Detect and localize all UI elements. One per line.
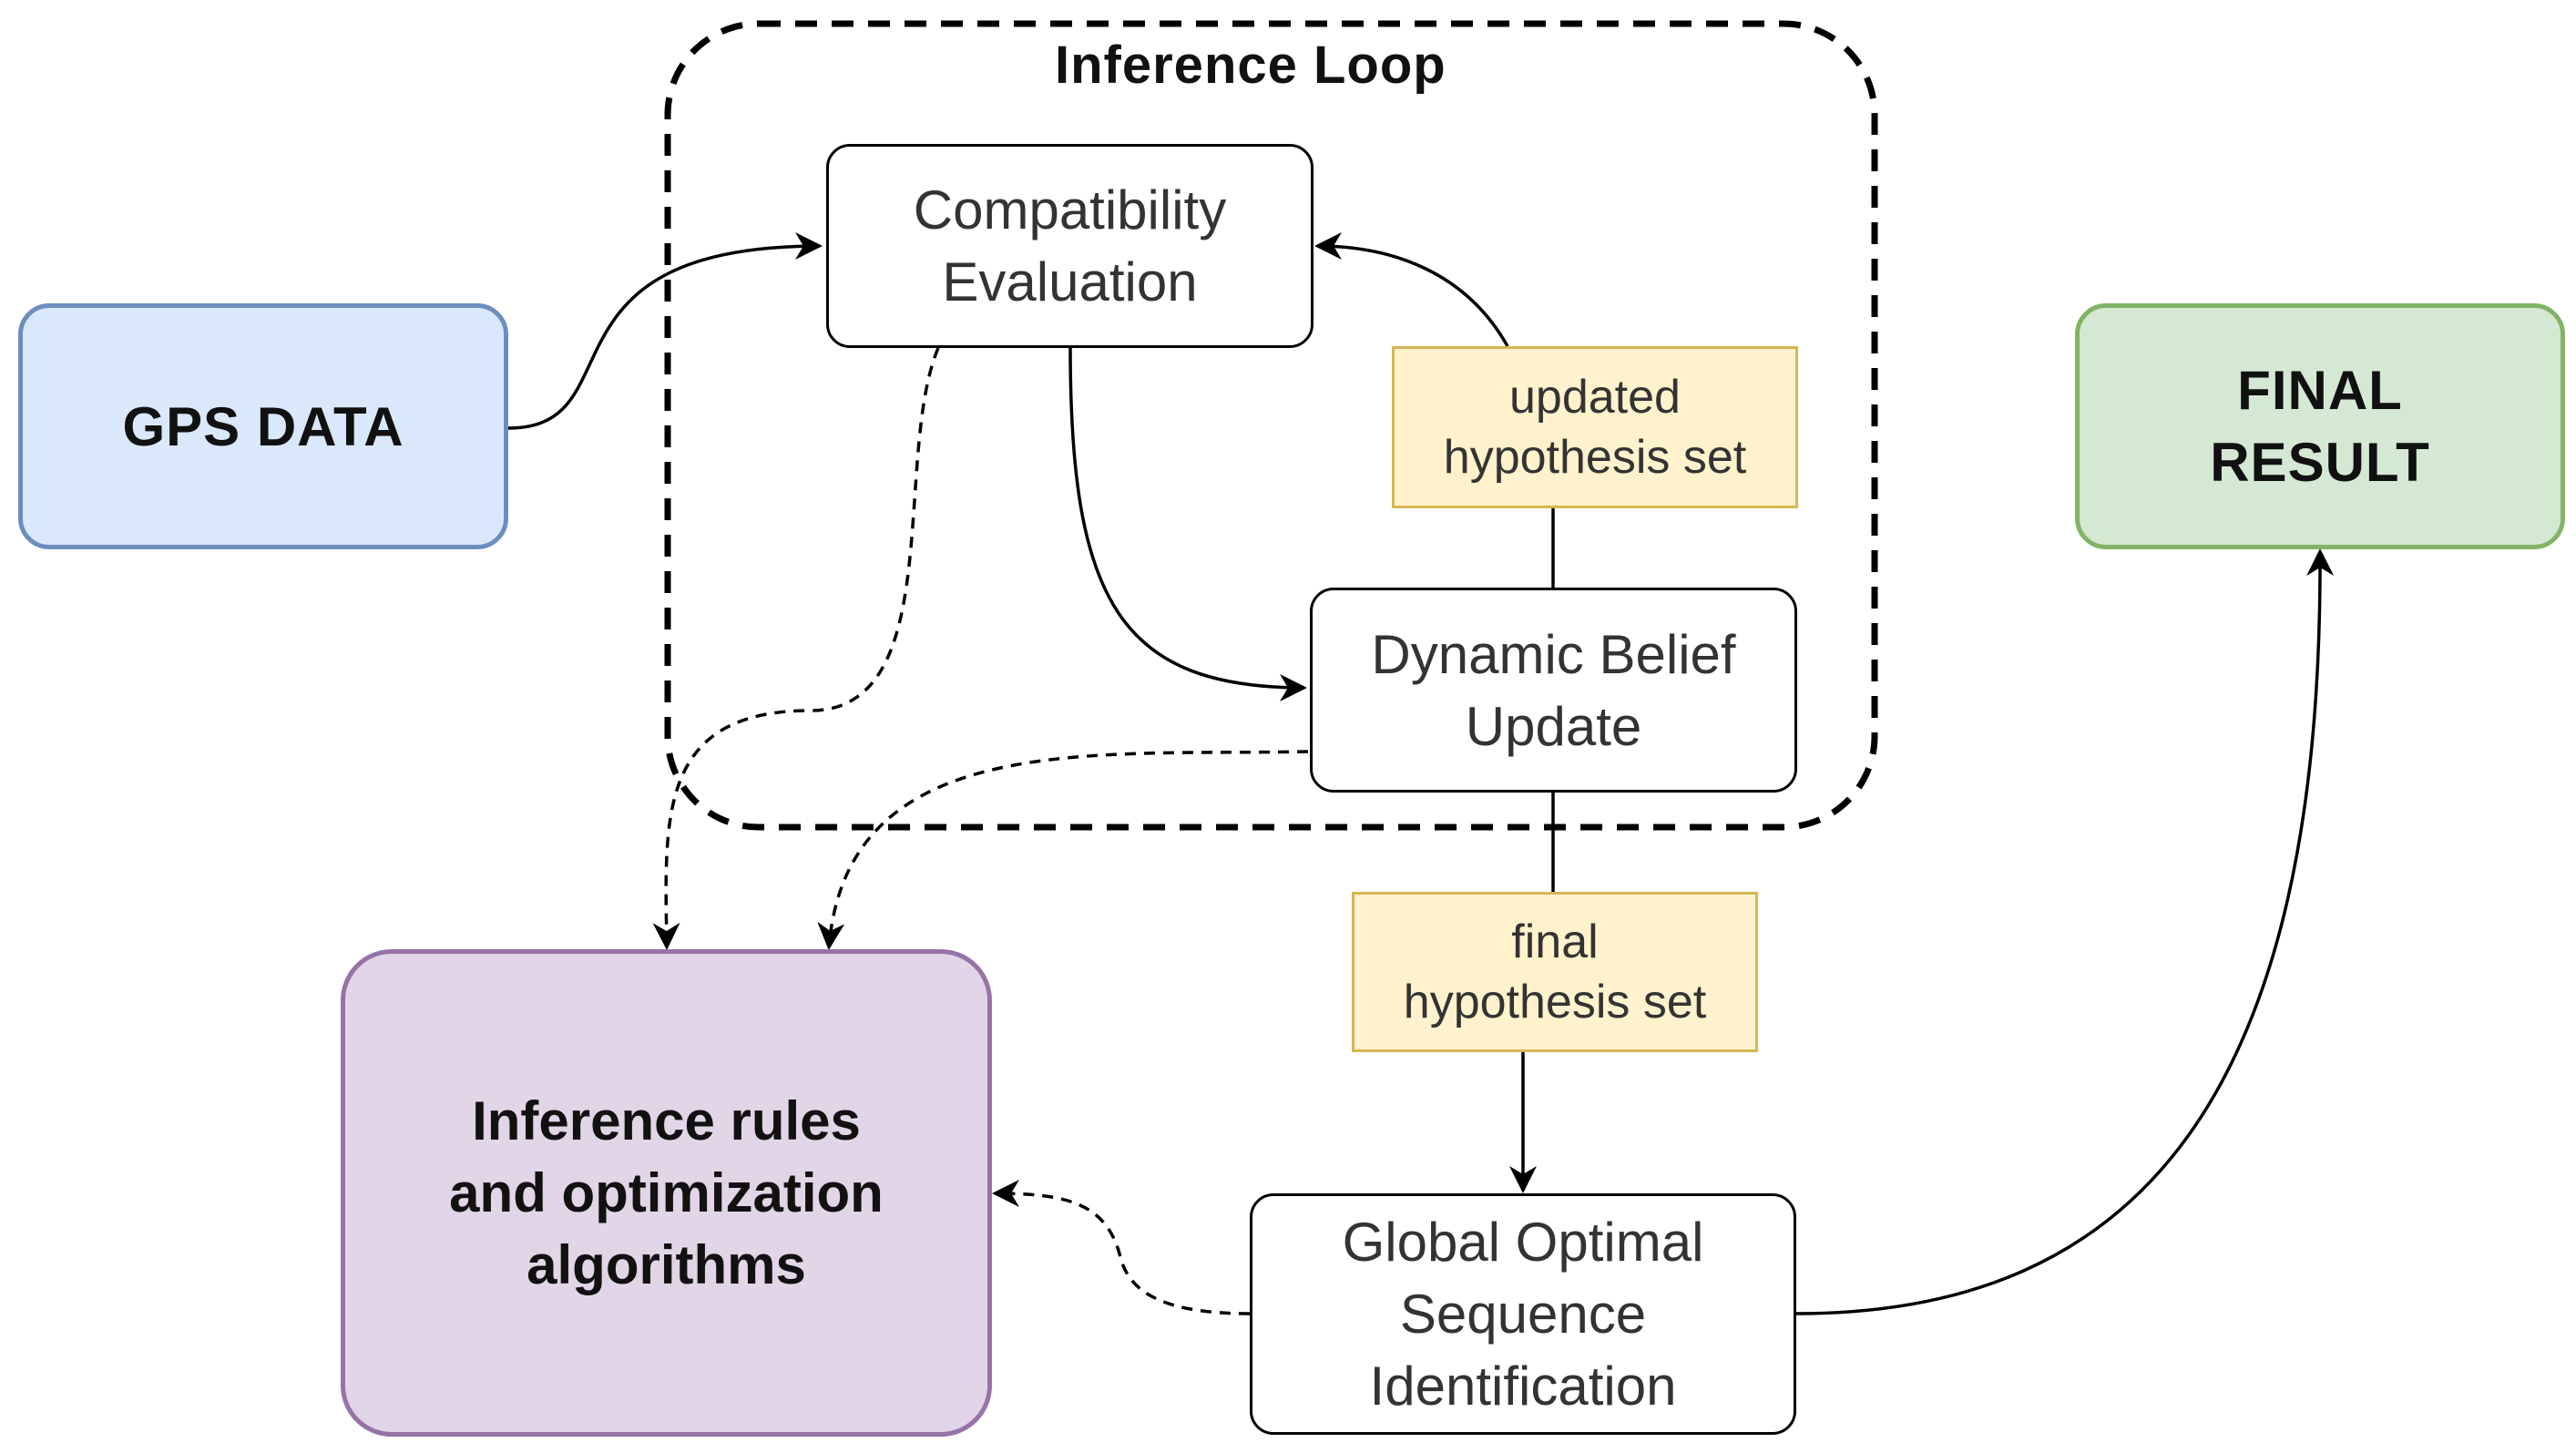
edge-compatibility-to-belief	[1068, 347, 1307, 701]
edge-belief-to-rules	[817, 750, 1309, 950]
gps-data-node: GPS DATA	[18, 303, 508, 549]
updated-hypothesis-label: updated hypothesis set	[1392, 346, 1798, 508]
dynamic-belief-update-node: Dynamic Belief Update	[1310, 588, 1797, 793]
final-hypothesis-label: final hypothesis set	[1352, 892, 1758, 1052]
edge-compatibility-to-rules	[652, 347, 940, 950]
edge-global-to-rules	[992, 1180, 1251, 1315]
global-optimal-sequence-node: Global Optimal Sequence Identification	[1250, 1193, 1796, 1435]
inference-loop-title: Inference Loop	[1055, 36, 1446, 95]
inference-loop-boundary	[664, 20, 1878, 831]
compatibility-evaluation-node: Compatibility Evaluation	[826, 144, 1314, 348]
final-result-node: FINAL RESULT	[2075, 303, 2565, 549]
edge-gps-to-compatibility	[507, 232, 823, 430]
inference-rules-node: Inference rules and optimization algorit…	[341, 949, 992, 1437]
edge-global-to-final	[1795, 548, 2335, 1315]
edge-label-updated-to-compatibility	[1314, 232, 1509, 347]
